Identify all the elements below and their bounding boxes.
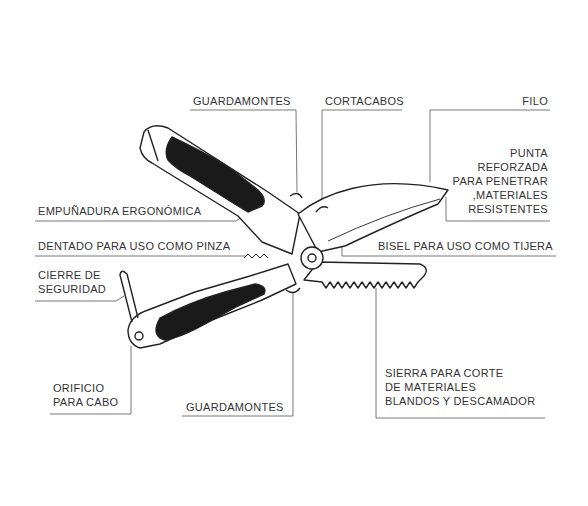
rope-hole xyxy=(135,332,143,340)
lower-handle xyxy=(128,264,296,348)
pivot-screw xyxy=(308,254,316,262)
label-line: BISEL PARA USO COMO TIJERA xyxy=(378,239,553,253)
handle-cap xyxy=(148,130,158,161)
upper-grip xyxy=(166,137,264,212)
label-line: RESISTENTES xyxy=(453,202,548,216)
part-label: GUARDAMONTES xyxy=(193,94,291,108)
part-label: BISEL PARA USO COMO TIJERA xyxy=(378,239,553,253)
label-line: SIERRA PARA CORTE xyxy=(385,366,535,380)
leader-line xyxy=(376,288,545,418)
label-line: CIERRE DE xyxy=(38,268,106,282)
label-line: FILO xyxy=(522,94,548,108)
part-label: ORIFICIO PARA CABO xyxy=(53,381,118,409)
part-label: CORTACABOS xyxy=(325,94,404,108)
part-label: PUNTA REFORZADA PARA PENETRAR ,MATERIALE… xyxy=(453,146,548,216)
guard xyxy=(286,288,300,293)
label-line: GUARDAMONTES xyxy=(193,94,291,108)
part-label: CIERRE DE SEGURIDAD xyxy=(38,268,106,296)
leader-line xyxy=(430,110,550,182)
pivot xyxy=(301,247,323,269)
line-cutter xyxy=(316,207,328,212)
label-line: ,MATERIALES xyxy=(453,188,548,202)
label-line: CORTACABOS xyxy=(325,94,404,108)
label-line: PARA PENETRAR xyxy=(453,174,548,188)
upper-handle xyxy=(140,126,300,254)
safety-lock xyxy=(120,271,138,322)
lower-grip xyxy=(156,284,265,340)
label-line: PARA CABO xyxy=(53,395,118,409)
label-line: REFORZADA xyxy=(453,160,548,174)
part-label: SIERRA PARA CORTE DE MATERIALES BLANDOS … xyxy=(385,366,535,408)
label-line: DENTADO PARA USO COMO PINZA xyxy=(38,239,230,253)
label-line: PUNTA xyxy=(453,146,548,160)
label-line: EMPUÑADURA ERGONÓMICA xyxy=(38,204,201,218)
leader-line xyxy=(35,256,246,257)
part-label: DENTADO PARA USO COMO PINZA xyxy=(38,239,230,253)
blade-bevel xyxy=(328,199,440,241)
tool xyxy=(120,126,448,348)
part-label: FILO xyxy=(522,94,548,108)
leader-line xyxy=(50,346,131,414)
label-line: GUARDAMONTES xyxy=(186,400,284,414)
label-line: BLANDOS Y DESCAMADOR xyxy=(385,394,535,408)
leader-line xyxy=(35,296,124,301)
label-line: ORIFICIO xyxy=(53,381,118,395)
part-label: EMPUÑADURA ERGONÓMICA xyxy=(38,204,201,218)
serrated-blade xyxy=(304,262,426,288)
part-label: GUARDAMONTES xyxy=(186,400,284,414)
leader-lines xyxy=(35,110,556,418)
guard xyxy=(290,193,302,198)
label-line: DE MATERIALES xyxy=(385,380,535,394)
label-line: SEGURIDAD xyxy=(38,282,106,296)
plier-teeth xyxy=(244,254,268,258)
